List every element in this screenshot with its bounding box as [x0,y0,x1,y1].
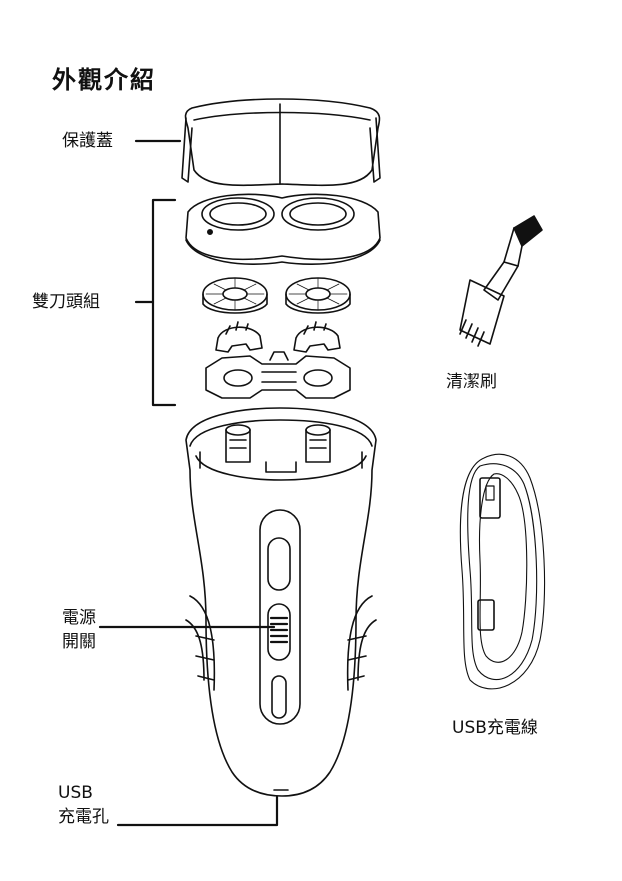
label-power-switch-line1: 電源 [62,608,96,628]
usb-cable-icon [459,453,546,690]
label-usb-cable: USB充電線 [452,718,538,738]
spring-holders-icon [215,321,341,353]
label-twin-blade-set: 雙刀頭組 [32,292,100,312]
leader-lines [98,139,279,827]
label-power-switch: 電源 開關 [62,606,102,654]
protective-cover-icon [181,98,381,187]
cleaning-brush-icon [459,215,543,347]
label-usb-port-line1: USB [58,783,93,803]
label-power-switch-line2: 開關 [62,632,96,652]
label-usb-port-line2: 充電孔 [58,807,109,827]
label-protective-cover: 保護蓋 [62,131,113,151]
label-cleaning-brush: 清潔刷 [446,372,497,392]
page-title: 外觀介紹 [52,66,156,94]
shaver-body-icon [185,407,377,797]
blade-frame-icon [185,193,381,265]
blade-holder-icon [205,351,351,399]
blade-rotors-icon [202,277,351,314]
label-usb-port: USB 充電孔 [58,781,109,829]
